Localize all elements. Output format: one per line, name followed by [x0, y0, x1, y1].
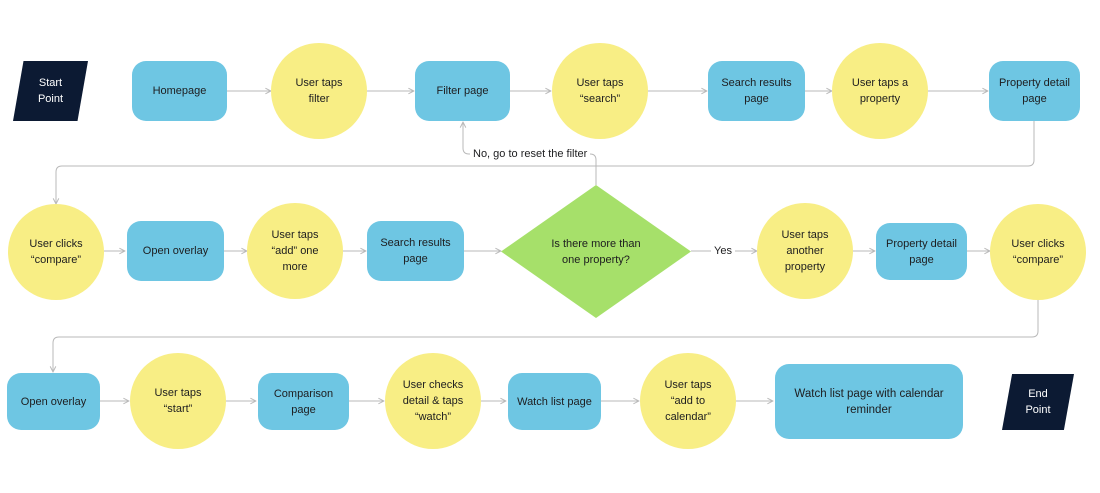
edge-clicks-compare-to-open-overlay-2 — [53, 299, 1039, 372]
watch-list-page-node: Watch list page — [508, 373, 601, 430]
search-results-page-2-label: Search results page — [380, 237, 451, 265]
homepage-node: Homepage — [132, 61, 227, 121]
user-clicks-compare-label: User clicks “compare” — [29, 238, 83, 266]
open-overlay-2-label: Open overlay — [20, 395, 87, 408]
property-detail-page-node: Property detail page — [989, 61, 1080, 121]
watch-list-calendar-reminder-label: Watch list page with calendar reminder — [794, 387, 944, 416]
user-taps-search-label: User taps “search” — [576, 77, 624, 105]
user-taps-start-label: User taps “start” — [154, 387, 202, 415]
filter-page-node: Filter page — [415, 61, 510, 121]
user-taps-filter-node: User taps filter — [271, 43, 367, 139]
filter-page-label: Filter page — [436, 85, 489, 97]
edge-property-detail-to-clicks-compare — [56, 121, 1035, 204]
end-point-label: End Point — [1025, 388, 1051, 416]
search-results-page-2-node: Search results page — [367, 221, 464, 281]
user-taps-add-to-calendar-node: User taps “add to calendar” — [640, 353, 736, 449]
user-checks-detail-node: User checks detail & taps “watch” — [385, 353, 481, 449]
user-taps-another-property-node: User taps another property — [757, 203, 853, 299]
comparison-page-label: Comparison page — [273, 387, 334, 416]
user-taps-filter-label: User taps filter — [295, 77, 343, 105]
open-overlay-node: Open overlay — [127, 221, 224, 281]
user-taps-add-one-more-node: User taps “add” one more — [247, 203, 343, 299]
search-results-page-label: Search results page — [721, 77, 792, 105]
homepage-label: Homepage — [152, 85, 207, 97]
property-detail-page-2-label: Property detail page — [886, 237, 957, 266]
edge-label-yes: Yes — [711, 244, 735, 258]
property-detail-page-label: Property detail page — [999, 77, 1070, 105]
open-overlay-label: Open overlay — [142, 245, 209, 257]
user-taps-start-node: User taps “start” — [130, 353, 226, 449]
user-taps-a-property-node: User taps a property — [832, 43, 928, 139]
user-clicks-compare-node: User clicks “compare” — [8, 204, 104, 300]
user-taps-add-to-calendar-label: User taps “add to calendar” — [664, 379, 712, 423]
search-results-page-node: Search results page — [708, 61, 805, 121]
user-taps-add-one-more-label: User taps “add” one more — [271, 229, 319, 273]
user-clicks-compare-2-node: User clicks “compare” — [990, 204, 1086, 300]
user-checks-detail-label: User checks detail & taps “watch” — [402, 379, 464, 423]
watch-list-page-label: Watch list page — [517, 395, 592, 408]
more-than-one-property-decision: Is there more than one property? — [501, 185, 691, 318]
start-point-label: Start Point — [37, 77, 64, 105]
user-clicks-compare-2-label: User clicks “compare” — [1011, 238, 1065, 266]
decision-label: Is there more than one property? — [551, 237, 641, 266]
edge-label-no: No, go to reset the filter — [470, 147, 591, 161]
comparison-page-node: Comparison page — [258, 373, 349, 430]
property-detail-page-2-node: Property detail page — [876, 223, 967, 280]
user-taps-search-node: User taps “search” — [552, 43, 648, 139]
start-point-terminal: Start Point — [13, 61, 88, 121]
user-taps-another-property-label: User taps another property — [781, 229, 829, 273]
open-overlay-2-node: Open overlay — [7, 373, 100, 430]
watch-list-calendar-reminder-node: Watch list page with calendar reminder — [775, 364, 963, 439]
end-point-terminal: End Point — [1002, 374, 1074, 430]
user-taps-a-property-label: User taps a property — [851, 77, 909, 105]
